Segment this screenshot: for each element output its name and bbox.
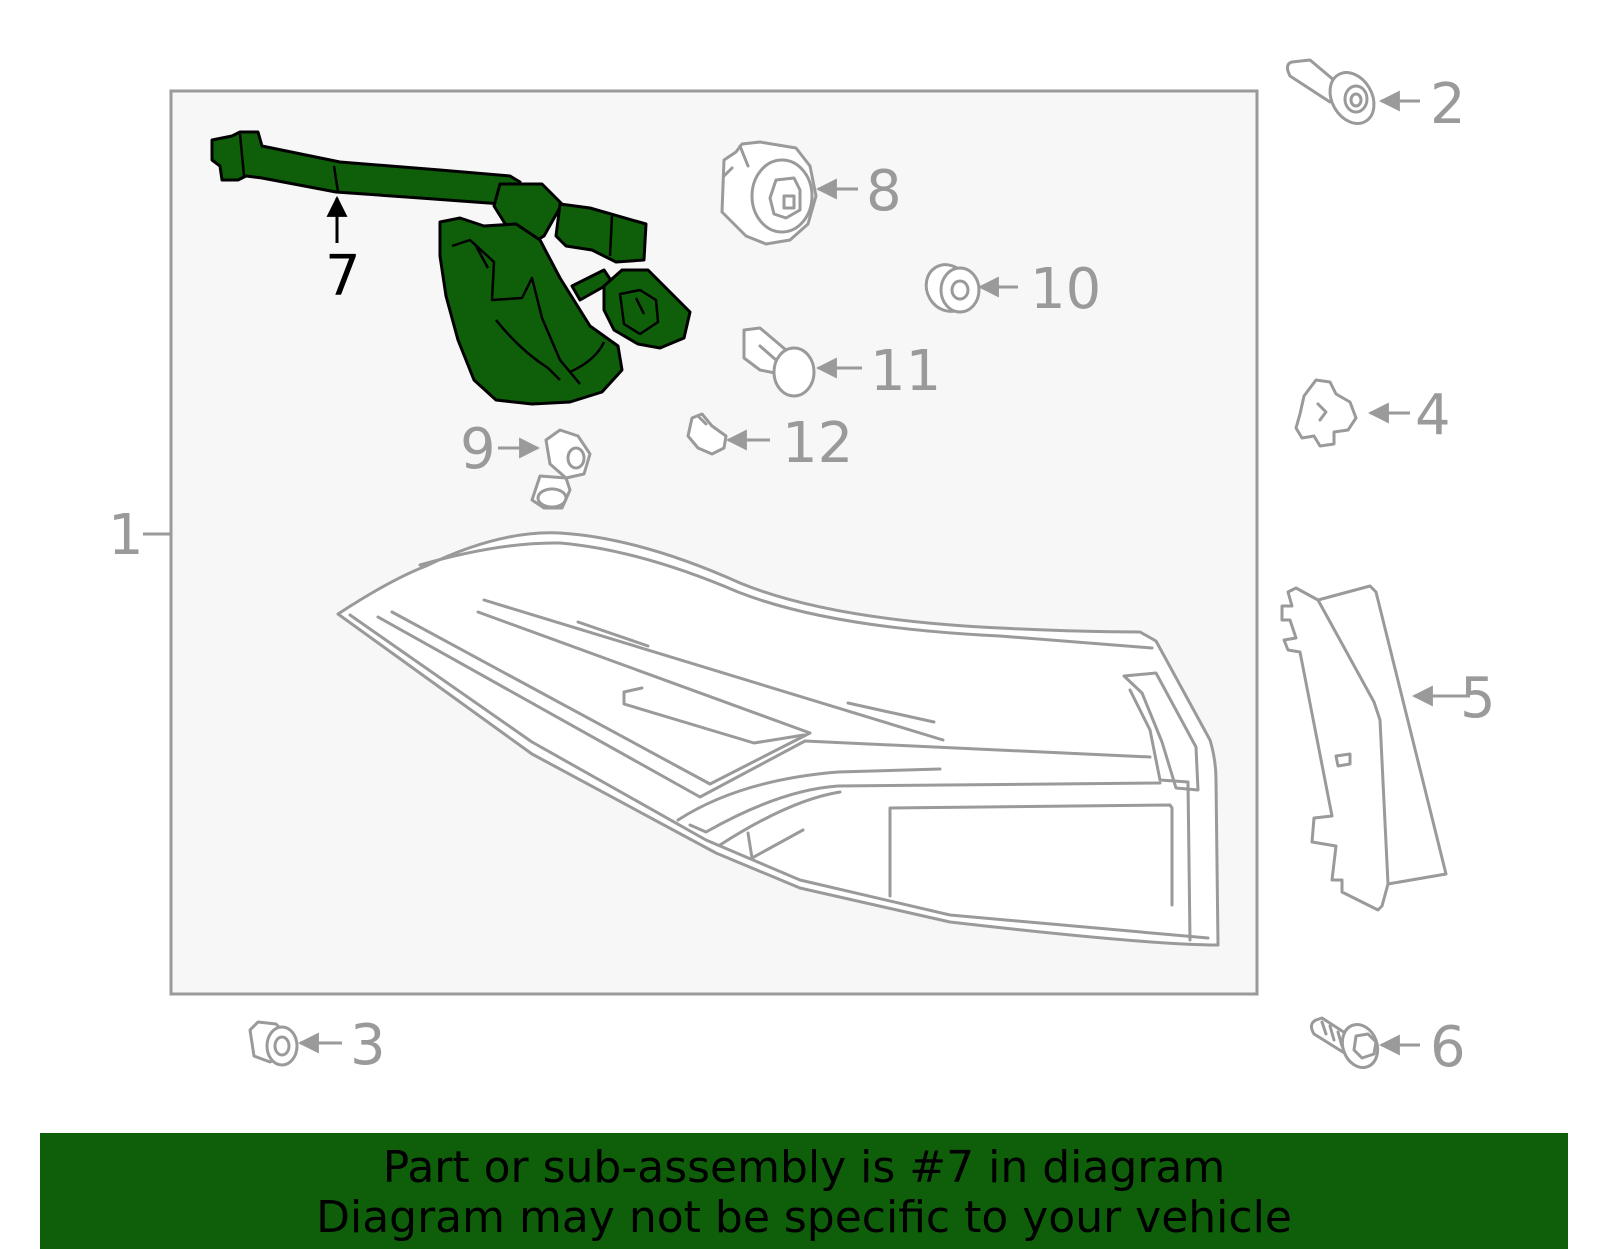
part-12-bulb <box>686 412 728 456</box>
part-3-nut <box>248 1020 299 1067</box>
callout-12-label: 12 <box>782 411 853 476</box>
part-4-clip <box>1294 378 1358 448</box>
part-7-wiring-harness <box>210 130 692 406</box>
callout-6-label: 6 <box>1430 1015 1466 1080</box>
part-9-bulb <box>530 428 592 510</box>
callout-9-label: 9 <box>460 417 496 482</box>
disclaimer-banner: Part or sub-assembly is #7 in diagram Di… <box>40 1133 1568 1249</box>
banner-line-1: Part or sub-assembly is #7 in diagram <box>382 1142 1226 1193</box>
callout-1-label: 1 <box>108 503 144 568</box>
callout-8-label: 8 <box>866 159 902 224</box>
part-2-push-pin <box>1285 58 1376 125</box>
callout-2-label: 2 <box>1430 72 1466 137</box>
callout-10-label: 10 <box>1030 257 1101 322</box>
part-6-bolt <box>1309 1016 1380 1069</box>
part-5-bracket <box>1280 584 1448 912</box>
callout-4-label: 4 <box>1415 383 1451 448</box>
callout-5-label: 5 <box>1460 666 1496 731</box>
callout-7-label: 7 <box>325 244 361 309</box>
tail-lamp-lens <box>336 531 1220 947</box>
banner-line-2: Diagram may not be specific to your vehi… <box>316 1192 1292 1243</box>
callout-11-label: 11 <box>870 339 941 404</box>
callout-3-label: 3 <box>350 1013 386 1078</box>
part-11-bulb <box>742 326 816 398</box>
